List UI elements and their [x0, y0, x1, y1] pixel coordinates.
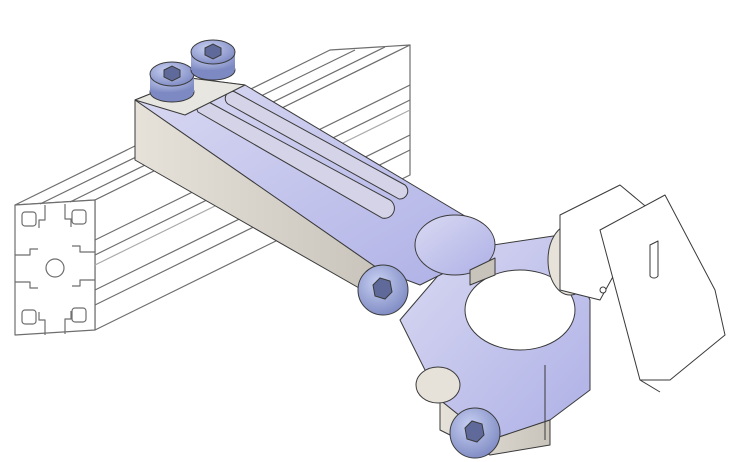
hex-socket-icon — [372, 277, 393, 300]
clamp-bolt-nut — [415, 366, 461, 404]
cap-screw — [149, 61, 195, 103]
hex-socket-icon — [163, 65, 181, 82]
hinge-screw — [357, 264, 409, 316]
hinge-knuckle — [414, 214, 496, 276]
hex-socket-icon — [464, 420, 485, 443]
clamp-jaw — [599, 194, 726, 381]
cap-screw — [190, 39, 236, 81]
clamp-screw — [449, 407, 501, 459]
clamp-arm — [134, 77, 496, 301]
swivel-clamp — [547, 184, 726, 393]
hex-socket-icon — [204, 43, 222, 60]
